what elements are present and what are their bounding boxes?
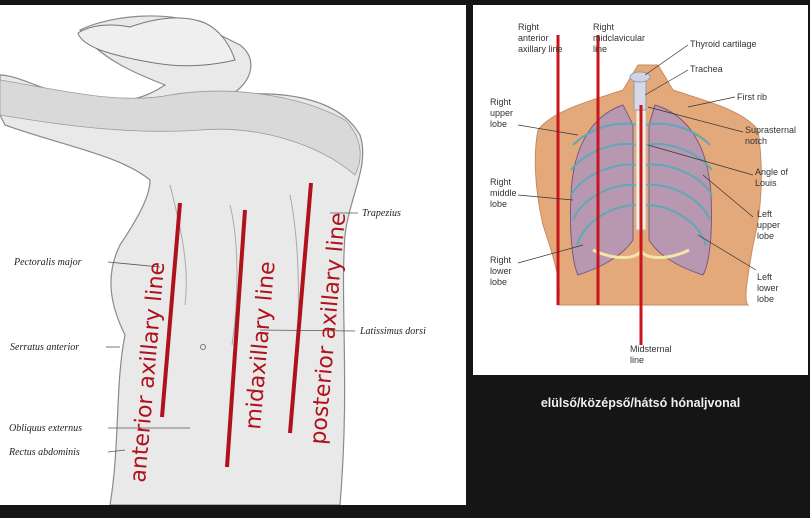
latissimus-dorsi-label: Latissimus dorsi [359, 326, 426, 337]
left-upper-lobe-label: Left upper lobe [757, 209, 783, 241]
muscle-contour [229, 204, 238, 346]
right-middle-lobe-label: Right middle lobe [490, 177, 519, 209]
anterior-axillary-line [160, 202, 182, 418]
angle-of-louis-label: Angle of Louis [755, 167, 791, 188]
muscle-contour [169, 184, 187, 306]
thyroid-cartilage-shape [629, 71, 651, 83]
lateral-torso-illustration: anterior axillary line midaxillary line … [0, 15, 426, 505]
lateral-torso-figure: anterior axillary line midaxillary line … [0, 5, 466, 505]
first-rib-label: First rib [737, 92, 767, 102]
nipple-mark [200, 344, 206, 350]
serratus-anterior-label: Serratus anterior [10, 342, 79, 353]
posterior-axillary-line [288, 182, 313, 434]
left-lower-lobe-label: Left lower lobe [757, 272, 781, 304]
suprasternal-notch-label: Suprasternal notch [745, 125, 799, 146]
trachea-label: Trachea [690, 64, 723, 74]
caption: elülső/középső/hátsó hónaljvonal [540, 396, 741, 410]
pectoralis-major-label: Pectoralis major [13, 257, 82, 268]
thyroid-cartilage-label: Thyroid cartilage [690, 39, 757, 49]
label-pointers [106, 212, 358, 453]
head-outline [77, 17, 236, 67]
right-anterior-axillary-line-label: Right anterior axillary line [518, 22, 563, 54]
rectus-abdominis-label: Rectus abdominis [8, 447, 80, 458]
obliquus-externus-label: Obliquus externus [9, 423, 82, 434]
raised-arm-shading [0, 79, 361, 176]
anterior-chest-figure: Right anterior axillary line Right midcl… [473, 5, 808, 375]
diagram-pointers [517, 44, 757, 271]
right-lower-lobe-label: Right lower lobe [490, 255, 514, 287]
midaxillary-line [225, 209, 247, 468]
anterior-chest-illustration: Right anterior axillary line Right midcl… [490, 22, 799, 365]
midsternal-line-label: Midsternal line [630, 344, 674, 365]
right-midclavicular-line-label: Right midclavicular line [593, 22, 648, 54]
trapezius-label: Trapezius [362, 208, 401, 219]
right-upper-lobe-label: Right upper lobe [490, 97, 516, 129]
